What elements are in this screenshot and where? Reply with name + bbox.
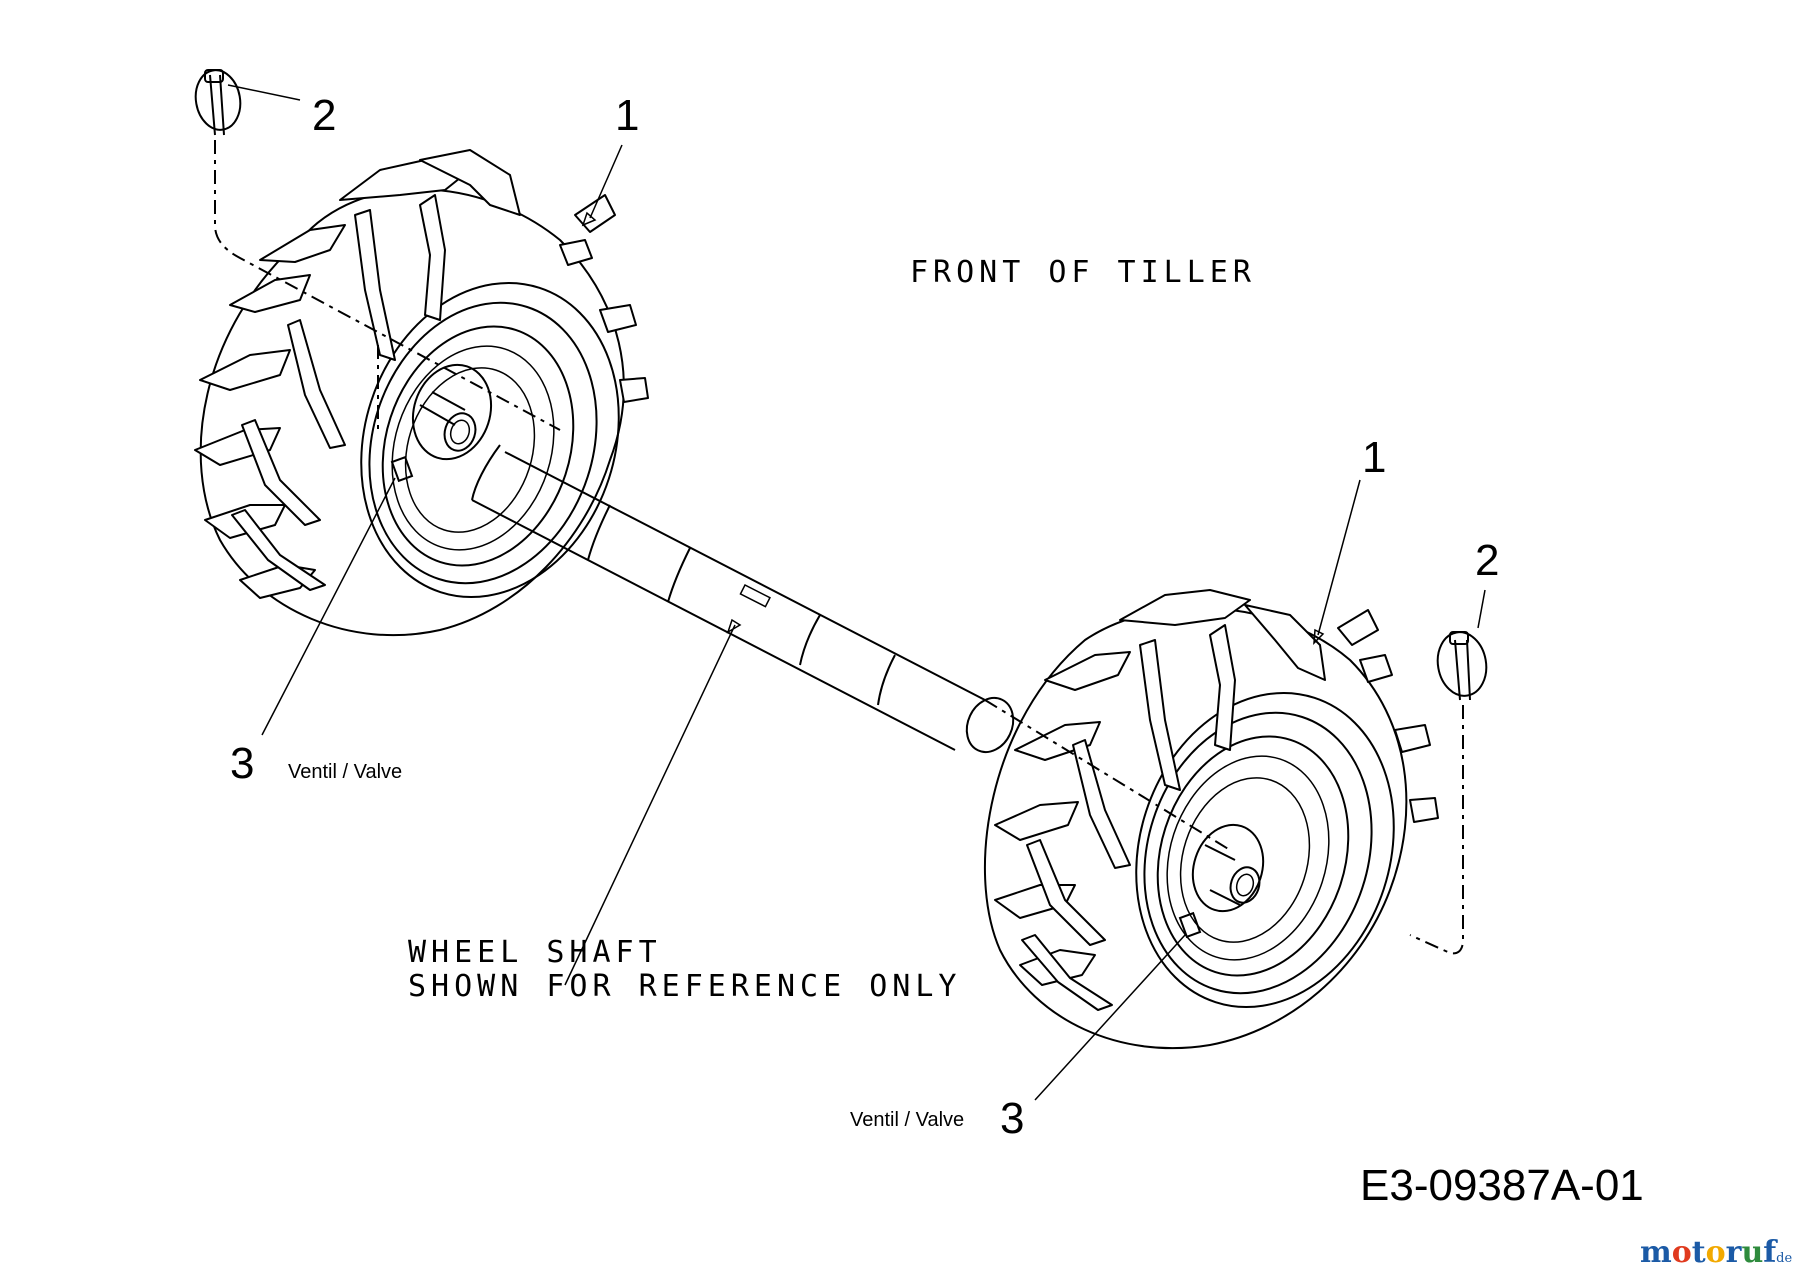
callout-pin-right: 2: [1475, 536, 1499, 585]
clip-pin-left: [194, 69, 242, 136]
callout-wheel-right: 1: [1362, 433, 1386, 482]
motoruf-logo: motoruf .de: [1640, 1235, 1792, 1270]
callout-wheel-left: 1: [615, 91, 639, 140]
callout-valve-right: 3: [1000, 1094, 1024, 1143]
wheel-left: [194, 149, 649, 637]
leader-lines: [227, 84, 1486, 1101]
heading-front-of-tiller: FRONT OF TILLER: [910, 255, 1256, 290]
wheel-shaft: [471, 444, 1015, 754]
svg-text:motoruf: motoruf: [1640, 1235, 1778, 1270]
assembly-centerlines: [214, 140, 1464, 955]
valve-label-right: Ventil / Valve: [850, 1109, 964, 1131]
clip-pin-right: [1436, 631, 1488, 701]
wheel-right: [983, 589, 1439, 1050]
valve-label-left: Ventil / Valve: [288, 761, 402, 783]
shaft-note-line2: SHOWN FOR REFERENCE ONLY: [408, 969, 961, 1004]
callout-valve-left: 3: [230, 739, 254, 788]
callout-pin-left: 2: [312, 91, 336, 140]
shaft-note-line1: WHEEL SHAFT: [408, 935, 662, 970]
svg-text:.de: .de: [1772, 1251, 1792, 1266]
drawing-number: E3-09387A-01: [1360, 1161, 1644, 1210]
